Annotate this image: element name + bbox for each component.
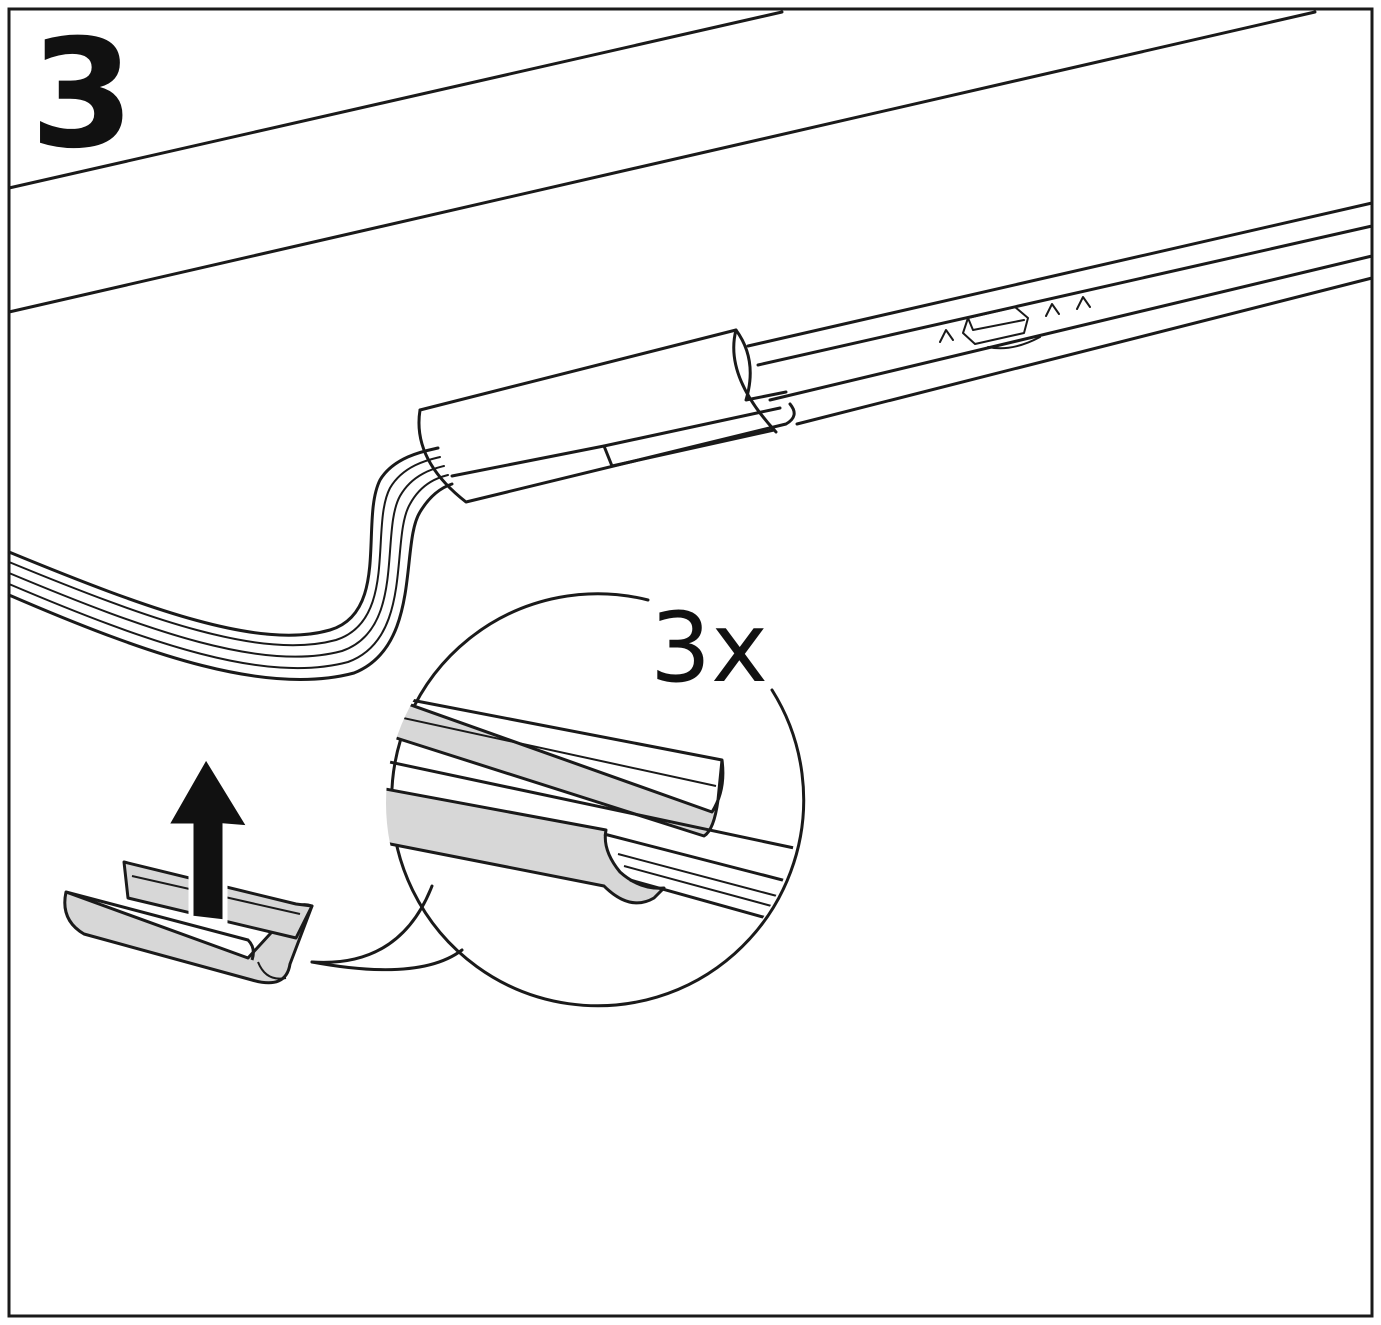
zoom-callout: 3x — [310, 592, 806, 1008]
zoom-detail — [386, 692, 798, 946]
connector-housing — [417, 328, 796, 504]
quantity-label: 3x — [650, 592, 768, 704]
light-bar — [746, 201, 1374, 426]
cabinet-underside — [7, 10, 1317, 314]
bar-markings — [939, 296, 1091, 350]
step-number: 3 — [30, 8, 134, 182]
arrow-up-icon — [161, 751, 255, 925]
ribbon-cable — [7, 446, 454, 682]
